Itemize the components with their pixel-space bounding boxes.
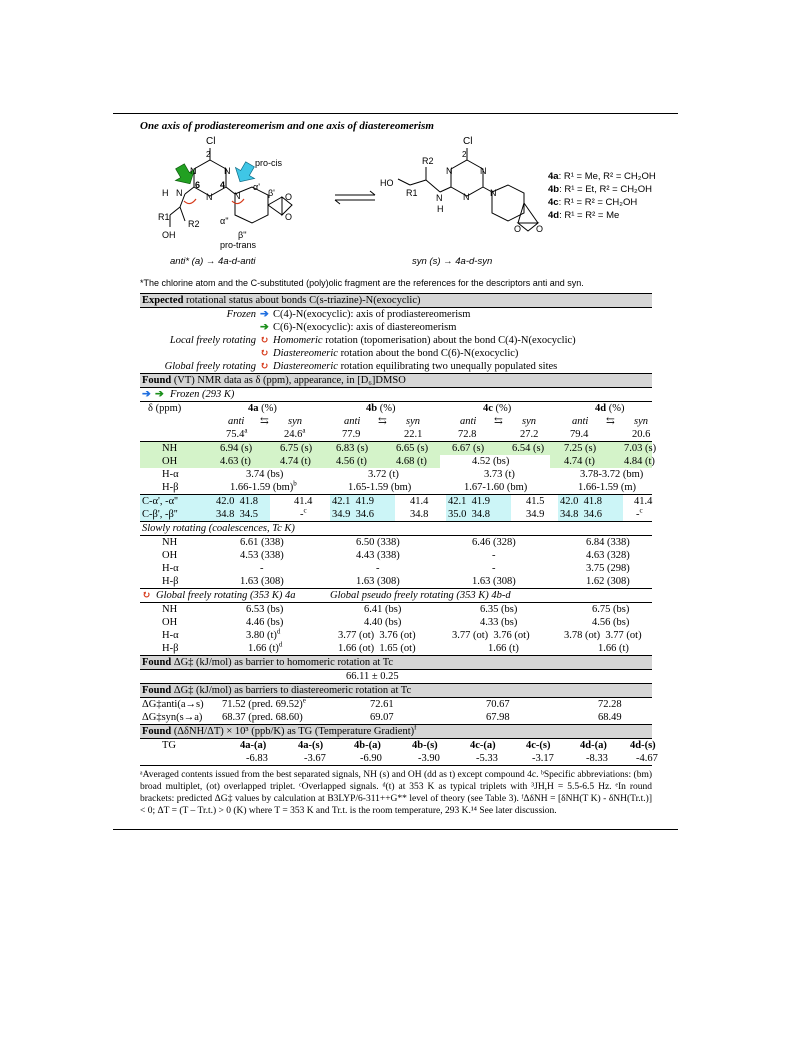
compound-legend: 4a: R¹ = Me, R² = CH₂OH 4b: R¹ = Et, R² … [548, 170, 656, 222]
green-arrow-icon: ➔ [155, 389, 164, 400]
scheme-r1-left: R1 [158, 212, 170, 222]
scheme-o-left-b: O [285, 212, 293, 222]
nmr-row-oh: OH 4.63 (t)4.74 (t) 4.56 (t)4.68 (t) 4.5… [140, 455, 655, 468]
scheme-two-right: 2 [462, 150, 467, 159]
expected-text-1: C(6)-N(exocyclic): axis of diastereomeri… [273, 322, 457, 333]
blue-arrow-icon: ➔ [142, 389, 151, 400]
table-document: One axis of prodiastereomerism and one a… [140, 120, 658, 817]
expected-label-global: Global freely rotating [164, 361, 256, 372]
scheme-ho-right: HO [380, 178, 394, 188]
blue-arrow-icon: ➔ [260, 309, 269, 320]
scheme-r2-right: R2 [422, 156, 434, 166]
green-arrow-icon: ➔ [260, 322, 269, 333]
expected-text-0: C(4)-N(exocyclic): axis of prodiastereom… [273, 309, 471, 320]
scheme-r1-right: R1 [406, 188, 418, 198]
scheme-alpha1: α' [253, 182, 260, 192]
found-nmr-header: Found (VT) NMR data as δ (ppm), appearan… [140, 374, 652, 388]
expected-header: Expected rotational status about bonds C… [140, 293, 652, 308]
reaction-scheme: Cl 2 N N N 6 4 H N N pro-cis α' β' α'' β… [140, 135, 656, 275]
scheme-pro-trans: pro-trans [220, 240, 257, 250]
rotation-icon: ↻ [260, 335, 269, 346]
diastereomeric-header: Found ΔG‡ (kJ/mol) as barriers to diaste… [140, 683, 652, 698]
tg-value-row: -6.83-3.67 -6.90-3.90 -5.33-3.17 -8.33-4… [140, 752, 658, 766]
expected-label-frozen: Frozen [226, 309, 256, 320]
scheme-nh-right: N [436, 193, 443, 203]
compound-header-row: δ (ppm) 4a (%) 4b (%) 4c (%) 4d (%) [148, 403, 625, 414]
tg-header: Found (ΔδNH/ΔT) × 10³ (ppb/K) as TG (Tem… [140, 724, 652, 739]
scheme-four: 4 [220, 180, 226, 190]
tg-label-row: TG 4a-(a)4a-(s) 4b-(a)4b-(s) 4c-(a)4c-(s… [162, 740, 656, 751]
nmr-row-h-alpha: H-α 3.74 (bs) 3.72 (t) 3.73 (t) 3.78-3.7… [162, 469, 644, 480]
scheme-oh-left: OH [162, 230, 176, 240]
scheme-n-right-c: N [463, 192, 470, 202]
rotation-icon: ↻ [142, 590, 151, 601]
scheme-n-right-b: N [480, 166, 487, 176]
expected-rows: Frozen ➔ C(4)-N(exocyclic): axis of prodia… [140, 308, 652, 374]
scheme-n-right-a: N [446, 166, 453, 176]
scheme-pro-cis: pro-cis [255, 158, 283, 168]
scheme-n-left-b: N [224, 166, 231, 176]
structure-drawing [169, 148, 540, 232]
compound-4b: 4b: R¹ = Et, R² = CH₂OH [548, 184, 652, 195]
scheme-cl-left: Cl [206, 136, 216, 147]
rotation-icon: ↻ [260, 348, 269, 359]
scheme-n-pip-right: N [490, 188, 497, 198]
delta-label: δ (ppm) [148, 403, 182, 414]
table-title: One axis of prodiastereomerism and one a… [140, 120, 434, 132]
frozen-label: Frozen (293 K) [170, 389, 235, 400]
compound-4a: 4a: R¹ = Me, R² = CH₂OH [548, 171, 656, 182]
scheme-beta1: β' [268, 188, 275, 198]
scheme-beta2: β'' [238, 230, 247, 240]
nmr-row-nh: NH 6.94 (s)6.75 (s) 6.83 (s)6.65 (s) 6.6… [140, 442, 656, 455]
scheme-n-left-a: N [190, 166, 197, 176]
scheme-h-left: H [162, 188, 169, 198]
nmr-row-h-beta: H-β 1.66-1.59 (bm)b 1.65-1.59 (bm) 1.67-… [162, 479, 637, 493]
slow-header: Slowly rotating (coalescences, Tc K) [140, 521, 652, 536]
top-rule [113, 113, 678, 114]
scheme-alpha2: α'' [220, 216, 229, 226]
scheme-n-pip-left: N [234, 191, 241, 201]
table-footnotes: ᵃAveraged contents issued from the best … [140, 770, 652, 816]
scheme-o-left-a: O [285, 192, 293, 202]
scheme-n-left-c: N [206, 192, 213, 202]
homomeric-value-row: 66.11 ± 0.25 [346, 671, 399, 682]
rotation-icon: ↻ [260, 361, 269, 372]
anti-caption: anti* (a) → 4a-d-anti [170, 256, 256, 267]
anti-syn-row: anti⇆syn anti⇆syn anti⇆syn anti⇆syn [228, 416, 648, 427]
syn-caption: syn (s) → 4a-d-syn [412, 256, 493, 267]
frozen-subheader: ➔ ➔ Frozen (293 K) [140, 388, 652, 402]
scheme-r2-left: R2 [188, 219, 200, 229]
scheme-h-right: H [437, 204, 444, 214]
scheme-o-right-a: O [514, 224, 522, 234]
expected-label-local: Local freely rotating [169, 335, 256, 346]
homomeric-header: Found ΔG‡ (kJ/mol) as barrier to homomer… [140, 655, 652, 670]
global-header: ↻ Global freely rotating (353 K) 4a Glob… [140, 588, 652, 603]
bottom-rule [113, 829, 678, 830]
scheme-cl-right: Cl [463, 136, 473, 147]
scheme-two-left: 2 [206, 150, 211, 159]
scheme-nh-left: N [176, 188, 183, 198]
scheme-six: 6 [195, 180, 201, 190]
scheme-o-right-b: O [536, 224, 544, 234]
compound-4d: 4d: R¹ = R² = Me [548, 210, 620, 221]
star-note: *The chlorine atom and the C-substituted… [140, 278, 584, 288]
compound-4c: 4c: R¹ = R² = CH₂OH [548, 197, 638, 208]
